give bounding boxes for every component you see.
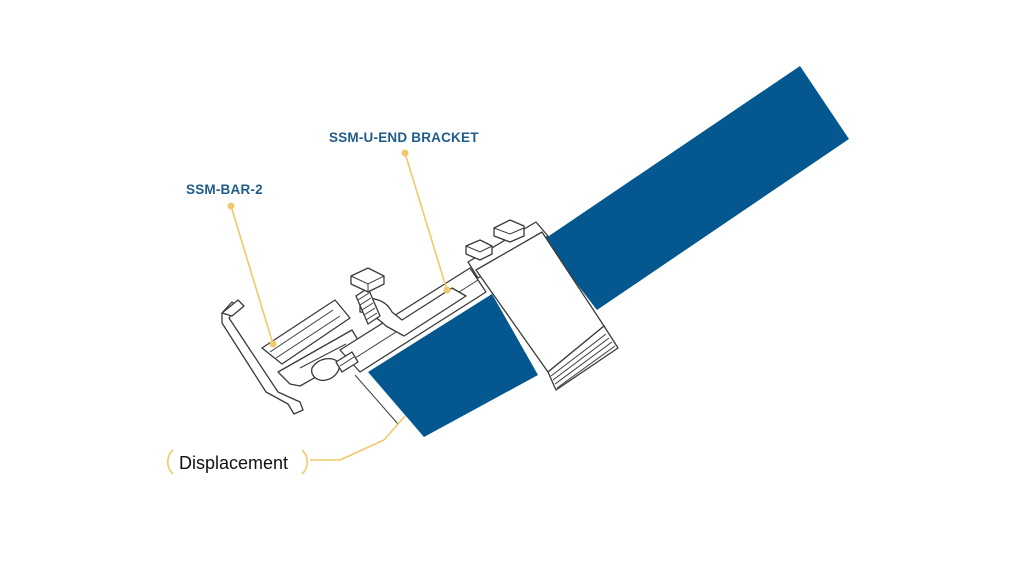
label-displacement: Displacement <box>179 453 288 473</box>
ssm-bar-2 <box>221 299 365 415</box>
displacement-dimension <box>166 374 406 475</box>
label-ssm-u-end-bracket: SSM-U-END BRACKET <box>329 130 479 145</box>
leader-bar <box>227 202 277 348</box>
label-ssm-bar-2: SSM-BAR-2 <box>186 182 263 197</box>
lower-panel <box>368 294 538 437</box>
leader-bracket <box>401 149 451 294</box>
upper-panel <box>543 66 849 310</box>
clamp-block <box>465 219 619 391</box>
ssm-u-end-bracket <box>335 267 487 373</box>
